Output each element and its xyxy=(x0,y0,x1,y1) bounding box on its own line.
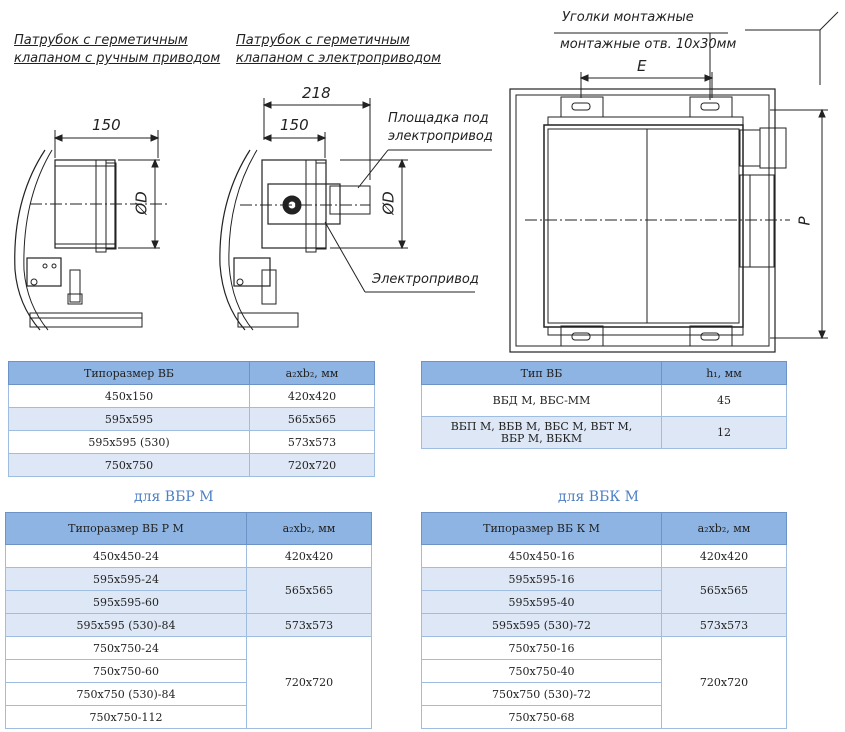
corners-label-line1: Уголки монтажные xyxy=(562,10,694,25)
table-cell: 595x595 (530) xyxy=(8,430,250,454)
table-cell: 450x150 xyxy=(8,384,250,408)
table-types-h1: Тип ВБ h₁, мм ВБД М, ВБС-ММ 45 ВБП М, ВБ… xyxy=(421,361,787,449)
table-sizes-a2b2: Типоразмер ВБ a₂xb₂, мм 450x150 420x420 … xyxy=(8,361,375,477)
table-cell: 750x750 (530)-72 xyxy=(421,682,662,706)
table-cell: ВБП М, ВБВ М, ВБС М, ВБТ М, ВБР М, ВБКМ xyxy=(421,416,662,449)
table-row: 450x150 420x420 xyxy=(8,384,375,408)
table-cell: 12 xyxy=(661,416,787,449)
table-header: Типоразмер ВБ К М xyxy=(421,512,662,545)
table-cell: 595x595 (530)-72 xyxy=(421,613,662,637)
table-cell: 750x750-16 xyxy=(421,636,662,660)
table-row: ВБП М, ВБВ М, ВБС М, ВБТ М, ВБР М, ВБКМ … xyxy=(421,416,787,449)
table-header: h₁, мм xyxy=(661,361,787,385)
dim-218: 218 xyxy=(302,84,331,102)
type-line1: ВБП М, ВБВ М, ВБС М, ВБТ М, xyxy=(450,419,633,433)
table-row: ВБД М, ВБС-ММ 45 xyxy=(421,384,787,417)
table-cell: 720x720 xyxy=(661,636,787,729)
table-cell: 420x420 xyxy=(661,544,787,568)
caption-vbr: для ВБР М xyxy=(134,489,214,505)
drive-label: Электропривод xyxy=(372,272,479,287)
table-vbk-sizes: Типоразмер ВБ К М a₂xb₂, мм 450x450-16 4… xyxy=(421,512,787,729)
table-cell: 750x750-24 xyxy=(5,636,247,660)
table-row: 595x595 (530) 573x573 xyxy=(8,430,375,454)
table-cell: 595x595-16 xyxy=(421,567,662,591)
table-row: 450x450-24 420x420 xyxy=(5,544,372,568)
dim-d-manual: ØD xyxy=(132,191,151,215)
table-header: a₂xb₂, мм xyxy=(249,361,375,385)
electric-valve-unit xyxy=(219,98,492,331)
table-cell: 595x595 xyxy=(8,407,250,431)
table-cell: 595x595-60 xyxy=(5,590,247,614)
table-cell: 750x750-68 xyxy=(421,705,662,729)
table-vbr-sizes: Типоразмер ВБ Р М a₂xb₂, мм 450x450-24 4… xyxy=(5,512,372,729)
table-header: Тип ВБ xyxy=(421,361,662,385)
table-cell: 45 xyxy=(661,384,787,417)
table-cell: 450x450-16 xyxy=(421,544,662,568)
platform-label-line2: электропривод xyxy=(388,129,493,144)
table-cell: 450x450-24 xyxy=(5,544,247,568)
electric-valve-label-line1: Патрубок с герметичным xyxy=(236,33,410,48)
table-cell: 750x750 xyxy=(8,453,250,477)
table-header: a₂xb₂, мм xyxy=(246,512,372,545)
table-cell: 750x750-112 xyxy=(5,705,247,729)
manual-valve-label-line2: клапаном с ручным приводом xyxy=(14,51,221,66)
caption-vbk: для ВБК М xyxy=(558,489,639,505)
table-cell: ВБД М, ВБС-ММ xyxy=(421,384,662,417)
table-cell: 573x573 xyxy=(249,430,375,454)
table-cell: 420x420 xyxy=(246,544,372,568)
front-view-unit xyxy=(509,11,839,353)
table-row: 750x750-24 720x720 xyxy=(5,636,372,729)
table-cell: 750x750 (530)-84 xyxy=(5,682,247,706)
table-header: a₂xb₂, мм xyxy=(661,512,787,545)
technical-drawing xyxy=(14,11,839,353)
electric-valve-label-line2: клапаном с электроприводом xyxy=(236,51,441,66)
dim-e: E xyxy=(637,57,647,75)
table-cell: 750x750-40 xyxy=(421,659,662,683)
dim-p: P xyxy=(795,216,814,226)
table-cell: 595x595-24 xyxy=(5,567,247,591)
table-row: 595x595 565x565 xyxy=(8,407,375,431)
table-cell: 573x573 xyxy=(661,613,787,637)
platform-label-line1: Площадка под xyxy=(388,111,489,126)
table-cell: 420x420 xyxy=(249,384,375,408)
table-cell: 565x565 xyxy=(246,567,372,614)
table-cell: 720x720 xyxy=(249,453,375,477)
table-header: Типоразмер ВБ Р М xyxy=(5,512,247,545)
manual-valve-label-line1: Патрубок с герметичным xyxy=(14,33,188,48)
table-header: Типоразмер ВБ xyxy=(8,361,250,385)
table-cell: 595x595 (530)-84 xyxy=(5,613,247,637)
table-cell: 573x573 xyxy=(246,613,372,637)
table-row: 750x750 720x720 xyxy=(8,453,375,477)
table-row: 750x750-16 720x720 xyxy=(421,636,787,729)
corners-label-line2: монтажные отв. 10x30мм xyxy=(560,37,737,52)
table-cell: 565x565 xyxy=(249,407,375,431)
table-cell: 720x720 xyxy=(246,636,372,729)
table-cell: 750x750-60 xyxy=(5,659,247,683)
table-row: 595x595-16 565x565 xyxy=(421,567,787,614)
dim-150-electric: 150 xyxy=(280,116,309,134)
type-line2: ВБР М, ВБКМ xyxy=(500,431,583,445)
dim-150-manual: 150 xyxy=(92,116,121,134)
table-row: 450x450-16 420x420 xyxy=(421,544,787,568)
dim-d-electric: ØD xyxy=(379,191,398,215)
table-cell: 595x595-40 xyxy=(421,590,662,614)
manual-valve-unit xyxy=(14,130,170,331)
table-row: 595x595 (530)-72 573x573 xyxy=(421,613,787,637)
table-cell: 565x565 xyxy=(661,567,787,614)
table-row: 595x595-24 565x565 xyxy=(5,567,372,614)
table-row: 595x595 (530)-84 573x573 xyxy=(5,613,372,637)
